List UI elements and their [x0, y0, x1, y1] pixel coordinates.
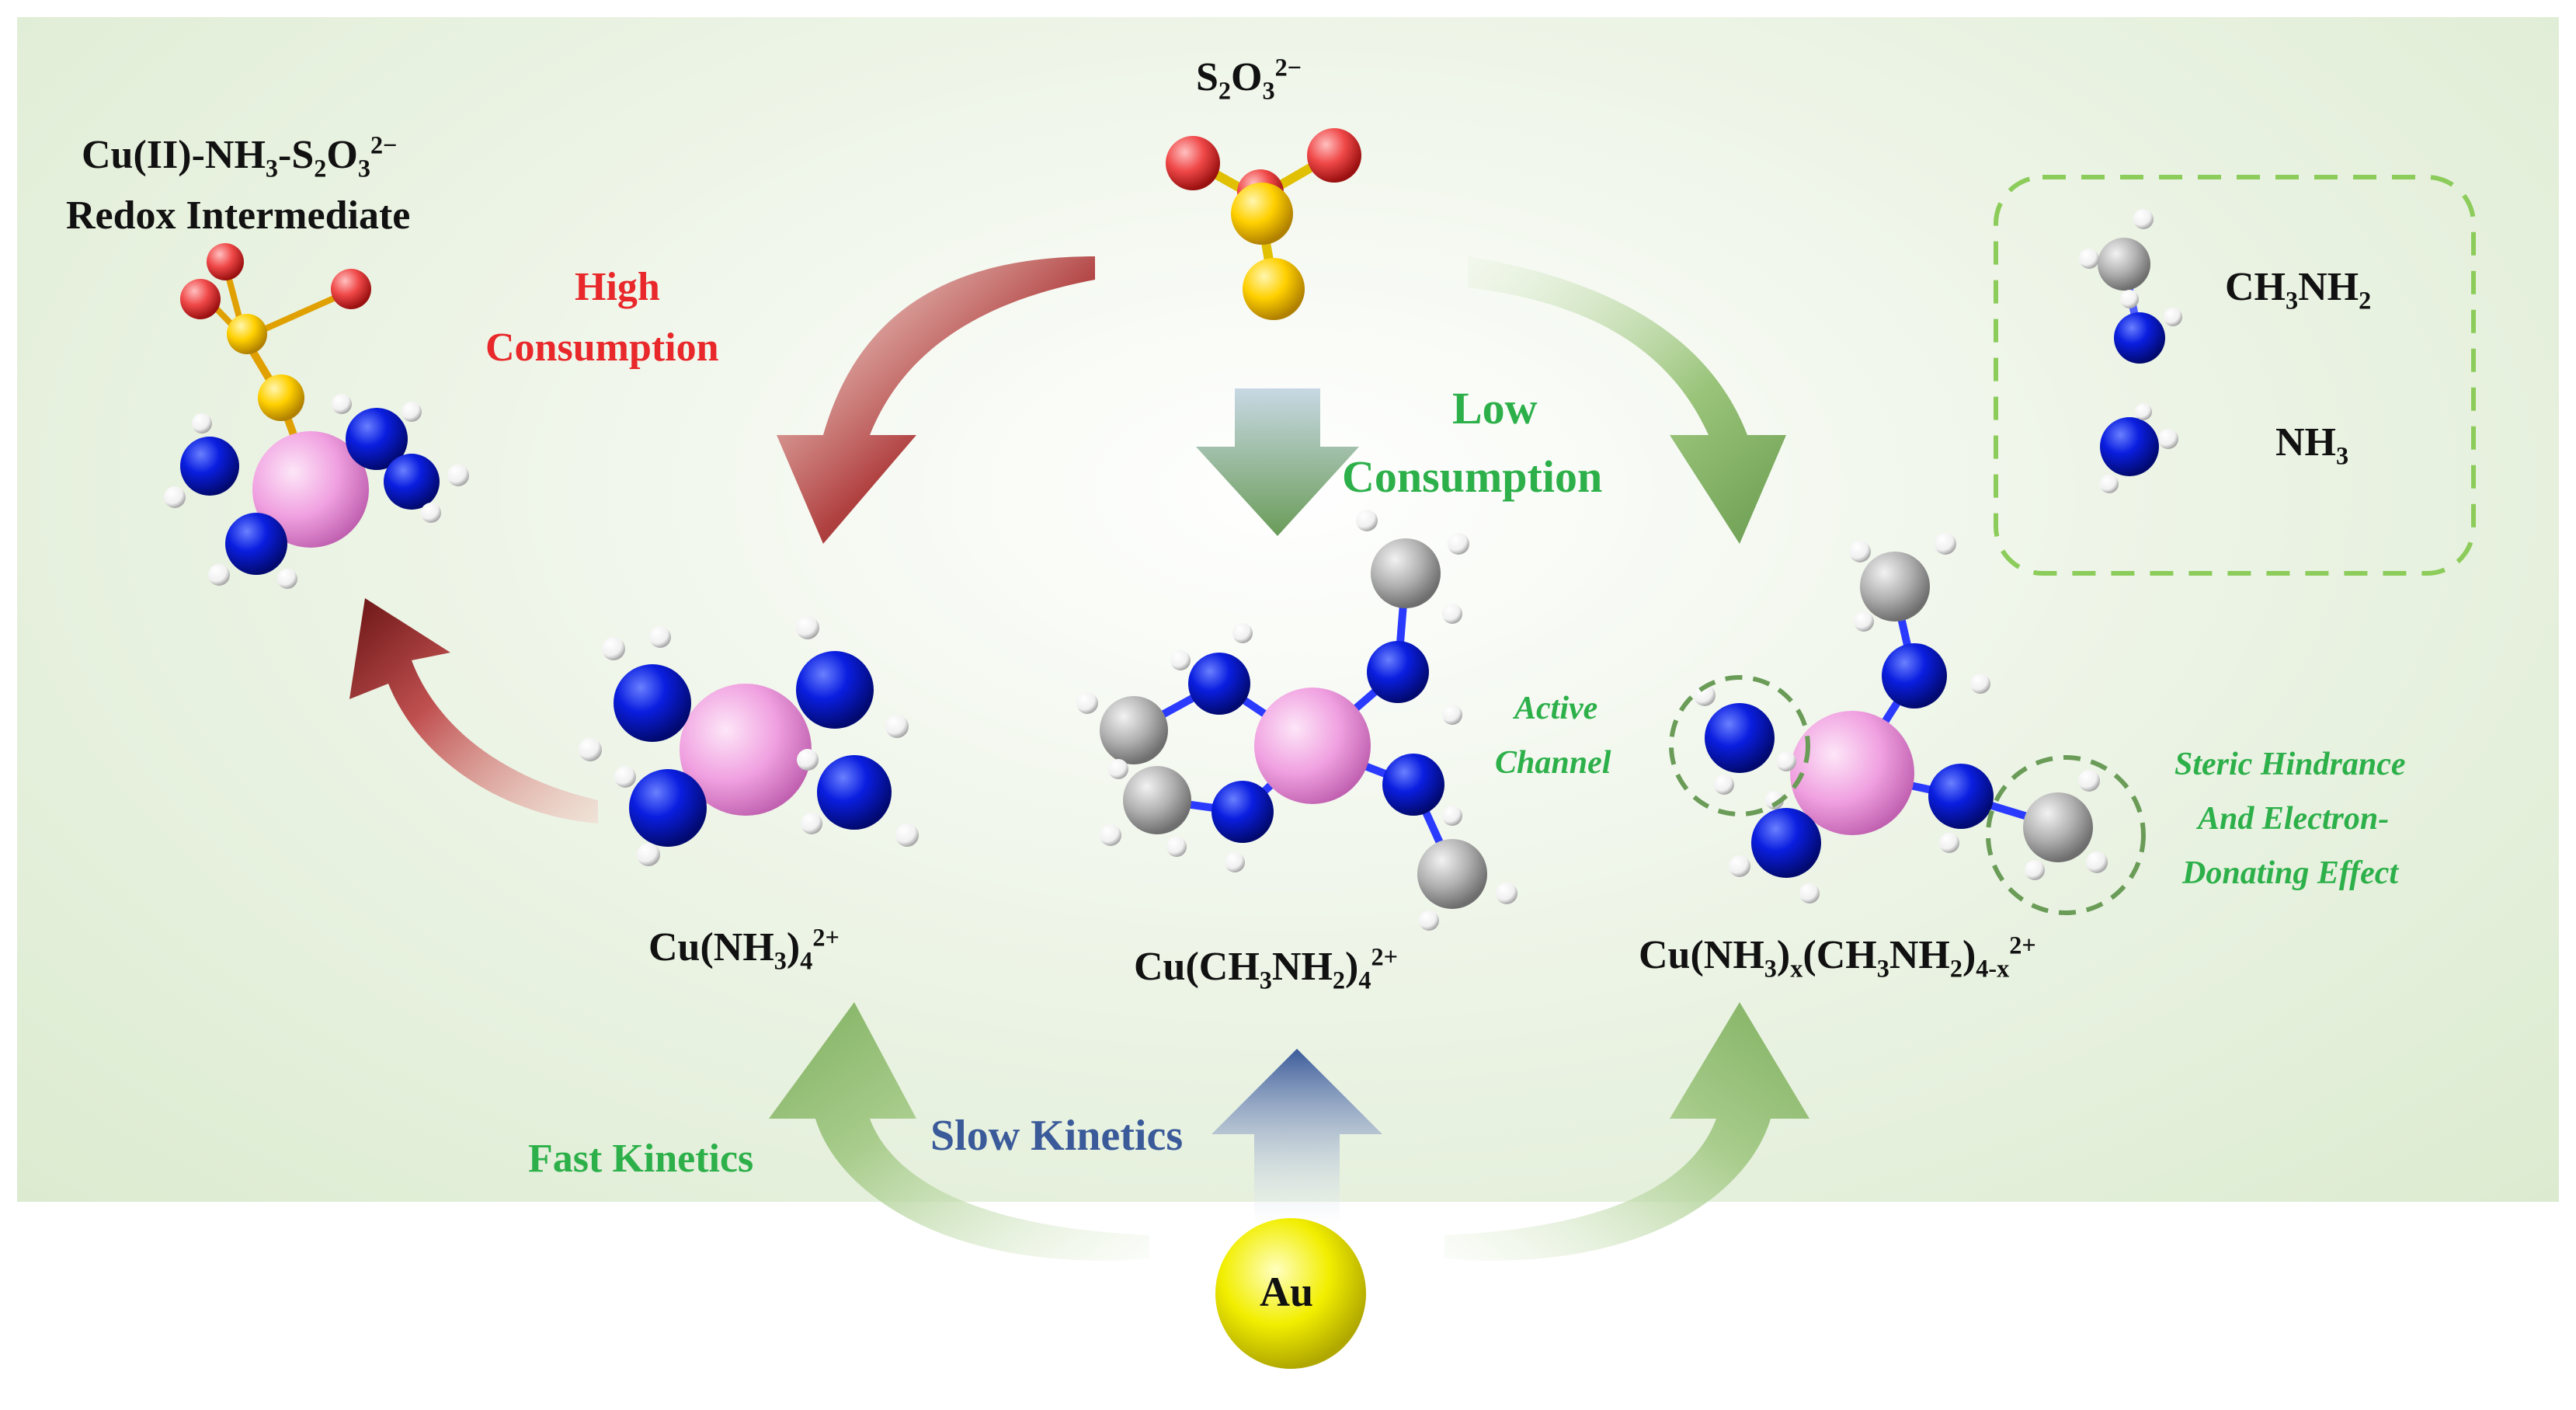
low-consumption-side-arrow — [1468, 256, 1786, 544]
intermediate-model — [164, 243, 469, 589]
cu-nh3-4-label: Cu(NH3)42+ — [648, 923, 840, 975]
low-consumption-label-line1: Low — [1452, 383, 1538, 433]
intermediate-formula-label: Cu(II)-NH3-S2O32− — [82, 131, 398, 183]
fast-kinetics-label: Fast Kinetics — [528, 1137, 754, 1181]
legend-ch3nh2-model — [2079, 209, 2182, 364]
slow-kinetics-arrow — [1212, 1049, 1382, 1227]
legend-nh3-label: NH3 — [2275, 420, 2349, 470]
steric-hindrance-highlight — [1986, 755, 2146, 915]
high-consumption-arrow — [777, 256, 1095, 544]
low-consumption-down-arrow — [1196, 388, 1359, 536]
redox-arrow — [349, 598, 598, 823]
thiosulfate-model — [1166, 128, 1361, 320]
cu-ch3nh2-4-label: Cu(CH3NH2)42+ — [1134, 942, 1398, 994]
thiosulfate-label: S2O32− — [1196, 53, 1302, 105]
gold-atom — [1215, 1218, 1366, 1369]
intermediate-title-label: Redox Intermediate — [66, 193, 411, 238]
cu-mixed-model — [1694, 533, 2108, 903]
active-channel-highlight — [1669, 675, 1810, 816]
high-consumption-label-line2: Consumption — [485, 326, 719, 370]
legend-nh3-model — [2100, 403, 2178, 493]
active-channel-label-line2: Channel — [1495, 745, 1611, 781]
steric-label-line1: Steric Hindrance — [2174, 747, 2406, 782]
legend-box — [1994, 175, 2476, 576]
cu-ch3nh2-4-model — [1076, 510, 1517, 931]
active-channel-label-line1: Active — [1514, 691, 1598, 726]
cu-mixed-label: Cu(NH3)x(CH3NH2)4-x2+ — [1639, 931, 2036, 983]
fast-kinetics-arrow — [769, 1002, 1149, 1261]
legend-ch3nh2-label: CH3NH2 — [2225, 265, 2372, 315]
slow-kinetics-label: Slow Kinetics — [930, 1112, 1184, 1160]
cu-nh3-4-model — [579, 616, 919, 866]
steric-label-line3: Donating Effect — [2182, 855, 2399, 891]
low-consumption-label-line2: Consumption — [1342, 451, 1603, 502]
gold-label: Au — [1260, 1269, 1314, 1315]
mixed-complex-arrow — [1444, 1002, 1809, 1261]
steric-label-line2: And Electron- — [2198, 801, 2390, 837]
high-consumption-label-line1: High — [575, 265, 660, 309]
